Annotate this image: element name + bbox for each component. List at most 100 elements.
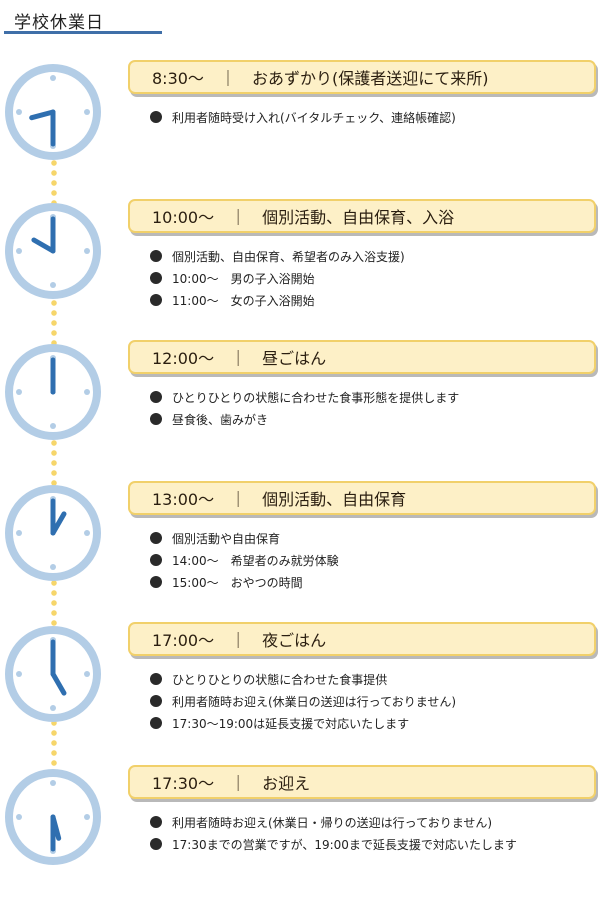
time-heading-bar: 13:00〜 ｜ 個別活動、自由保育 (128, 481, 596, 515)
activity-label: 夜ごはん (262, 631, 327, 650)
schedule-section: 10:00〜 ｜ 個別活動、自由保育、入浴個別活動、自由保育、希望者のみ入浴支援) 1… (0, 199, 600, 339)
clock-tick (84, 109, 90, 115)
clock-tick (16, 109, 22, 115)
time-label: 10:00〜 (152, 208, 215, 227)
list-item: 14:00〜 希望者のみ就労体験 (150, 549, 339, 571)
clock-icon (5, 344, 101, 440)
bullet-icon (150, 111, 162, 123)
time-heading-bar: 17:30〜 ｜ お迎え (128, 765, 596, 799)
activity-label: おあずかり(保護者送迎にて来所) (251, 69, 489, 88)
clock-icon (5, 64, 101, 160)
detail-list: 個別活動や自由保育 14:00〜 希望者のみ就労体験 15:00〜 おやつの時間 (150, 527, 339, 593)
clock-hour-hand (50, 814, 62, 841)
schedule-section: 13:00〜 ｜ 個別活動、自由保育個別活動や自由保育 14:00〜 希望者のみ就労体… (0, 481, 600, 621)
activity-label: 個別活動、自由保育、入浴 (262, 208, 455, 227)
detail-list: 利用者随時お迎え(休業日・帰りの送迎は行っておりません) 17:30までの営業です… (150, 811, 517, 855)
list-item-text: 利用者随時お迎え(休業日・帰りの送迎は行っておりません) (172, 815, 493, 830)
clock-tick (16, 248, 22, 254)
clock-tick (50, 75, 56, 81)
separator: ｜ (230, 631, 247, 650)
bullet-icon (150, 816, 162, 828)
bullet-icon (150, 532, 162, 544)
bullet-icon (150, 413, 162, 425)
bullet-icon (150, 554, 162, 566)
activity-label: 昼ごはん (262, 349, 327, 368)
list-item-text: 昼食後、歯みがき (172, 412, 269, 427)
time-label: 13:00〜 (152, 490, 215, 509)
clock-icon (5, 203, 101, 299)
clock-icon (5, 769, 101, 865)
clock-tick (84, 248, 90, 254)
list-item: 17:30までの営業ですが、19:00まで延長支援で対応いたします (150, 833, 517, 855)
separator: ｜ (230, 774, 247, 793)
separator: ｜ (230, 349, 247, 368)
separator: ｜ (230, 208, 247, 227)
clock-tick (84, 389, 90, 395)
list-item: ひとりひとりの状態に合わせた食事提供 (150, 668, 456, 690)
list-item-text: 個別活動や自由保育 (172, 531, 281, 546)
clock-tick (84, 530, 90, 536)
list-item: ひとりひとりの状態に合わせた食事形態を提供します (150, 386, 459, 408)
schedule-section: 17:30〜 ｜ お迎え利用者随時お迎え(休業日・帰りの送迎は行っておりません) 17… (0, 765, 600, 905)
list-item: 利用者随時お迎え(休業日の送迎は行っておりません) (150, 690, 456, 712)
clock-tick (84, 671, 90, 677)
list-item-text: 15:00〜 おやつの時間 (172, 575, 303, 590)
detail-list: ひとりひとりの状態に合わせた食事形態を提供します昼食後、歯みがき (150, 386, 459, 430)
clock-icon (5, 626, 101, 722)
time-heading-bar: 10:00〜 ｜ 個別活動、自由保育、入浴 (128, 199, 596, 233)
activity-label: お迎え (262, 774, 311, 793)
clock-tick (16, 814, 22, 820)
bullet-icon (150, 695, 162, 707)
clock-tick (50, 705, 56, 711)
separator: ｜ (219, 69, 236, 88)
bullet-icon (150, 272, 162, 284)
clock-hour-hand (50, 671, 67, 696)
time-heading-bar: 8:30〜 ｜ おあずかり(保護者送迎にて来所) (128, 60, 596, 94)
clock-tick (16, 671, 22, 677)
bullet-icon (150, 717, 162, 729)
schedule-section: 12:00〜 ｜ 昼ごはんひとりひとりの状態に合わせた食事形態を提供します昼食後、歯… (0, 340, 600, 480)
clock-tick (50, 423, 56, 429)
title-underline (4, 31, 162, 34)
time-heading-bar: 17:00〜 ｜ 夜ごはん (128, 622, 596, 656)
bullet-icon (150, 576, 162, 588)
list-item-text: 個別活動、自由保育、希望者のみ入浴支援) (172, 249, 405, 264)
page-title: 学校休業日 (14, 13, 104, 33)
list-item: 15:00〜 おやつの時間 (150, 571, 339, 593)
clock-tick (50, 780, 56, 786)
clock-tick (50, 282, 56, 288)
activity-label: 個別活動、自由保育 (262, 490, 407, 509)
clock-tick (50, 564, 56, 570)
time-heading-bar: 12:00〜 ｜ 昼ごはん (128, 340, 596, 374)
time-label: 17:30〜 (152, 774, 215, 793)
bullet-icon (150, 838, 162, 850)
clock-tick (84, 814, 90, 820)
list-item-text: 11:00〜 女の子入浴開始 (172, 293, 315, 308)
list-item: 11:00〜 女の子入浴開始 (150, 289, 405, 311)
detail-list: 個別活動、自由保育、希望者のみ入浴支援) 10:00〜 男の子入浴開始 11:00〜… (150, 245, 405, 311)
list-item: 利用者随時受け入れ(バイタルチェック、連絡帳確認) (150, 106, 456, 128)
list-item-text: 14:00〜 希望者のみ就労体験 (172, 553, 339, 568)
list-item-text: 利用者随時受け入れ(バイタルチェック、連絡帳確認) (172, 110, 456, 125)
time-label: 8:30〜 (152, 69, 204, 88)
detail-list: 利用者随時受け入れ(バイタルチェック、連絡帳確認) (150, 106, 456, 128)
clock-tick (16, 530, 22, 536)
bullet-icon (150, 250, 162, 262)
clock-hour-hand (31, 237, 56, 254)
clock-icon (5, 485, 101, 581)
clock-hour-hand (29, 109, 56, 121)
time-label: 17:00〜 (152, 631, 215, 650)
separator: ｜ (230, 490, 247, 509)
list-item-text: ひとりひとりの状態に合わせた食事提供 (172, 672, 388, 687)
list-item: 昼食後、歯みがき (150, 408, 459, 430)
bullet-icon (150, 294, 162, 306)
clock-hour-hand (50, 511, 67, 536)
time-label: 12:00〜 (152, 349, 215, 368)
list-item: 利用者随時お迎え(休業日・帰りの送迎は行っておりません) (150, 811, 517, 833)
list-item-text: 17:30までの営業ですが、19:00まで延長支援で対応いたします (172, 837, 517, 852)
list-item: 10:00〜 男の子入浴開始 (150, 267, 405, 289)
detail-list: ひとりひとりの状態に合わせた食事提供利用者随時お迎え(休業日の送迎は行っておりま… (150, 668, 456, 734)
schedule-section: 8:30〜 ｜ おあずかり(保護者送迎にて来所) 利用者随時受け入れ(バイタルチェック… (0, 60, 600, 200)
schedule-section: 17:00〜 ｜ 夜ごはんひとりひとりの状態に合わせた食事提供利用者随時お迎え(休業… (0, 622, 600, 762)
list-item: 個別活動や自由保育 (150, 527, 339, 549)
